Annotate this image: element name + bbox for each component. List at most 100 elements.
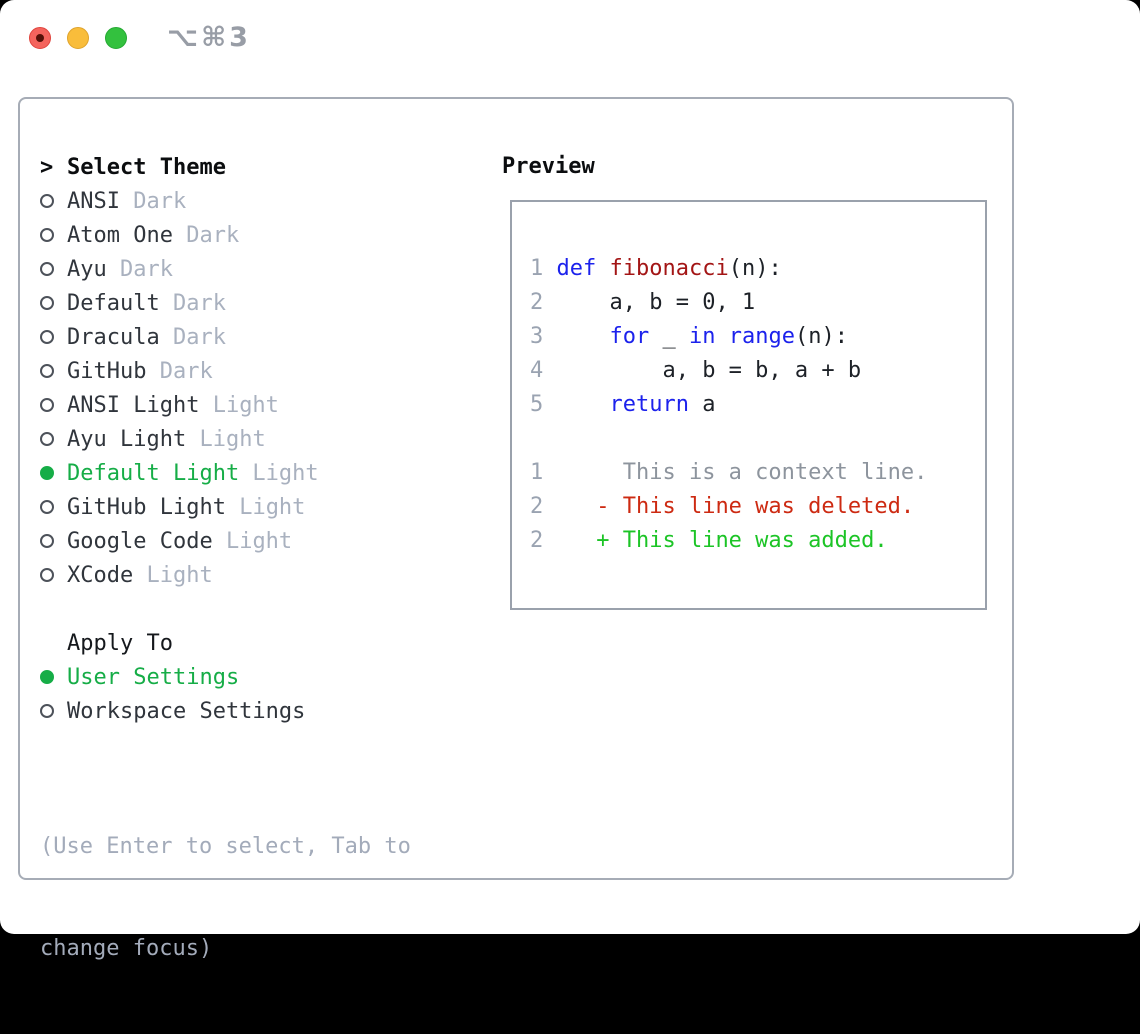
- theme-name: GitHub Light: [67, 494, 226, 520]
- theme-option-ansi[interactable]: ANSI Dark: [40, 184, 411, 218]
- code-line: 4 a, b = b, a + b: [530, 354, 985, 388]
- line-number: 2: [530, 494, 557, 519]
- code-token: (n):: [794, 324, 848, 349]
- apply-to-header: Apply To: [40, 626, 411, 660]
- code-line: 3 for _ in range(n):: [530, 320, 985, 354]
- theme-variant: Dark: [172, 222, 240, 248]
- code-token: def: [556, 256, 597, 281]
- apply-option-label: Workspace Settings: [67, 698, 306, 724]
- apply-option-workspace-settings[interactable]: Workspace Settings: [40, 694, 411, 728]
- theme-name: ANSI: [67, 188, 120, 214]
- theme-name: GitHub: [67, 358, 147, 384]
- select-theme-header: > Select Theme: [40, 150, 411, 184]
- theme-variant: Dark: [119, 188, 187, 214]
- radio-icon: [40, 568, 54, 582]
- theme-option-dracula[interactable]: Dracula Dark: [40, 320, 411, 354]
- radio-marker: [40, 500, 67, 514]
- theme-name: Dracula: [67, 324, 160, 350]
- radio-marker: [40, 398, 67, 412]
- line-number: [530, 426, 543, 451]
- code-line: 2 - This line was deleted.: [530, 490, 985, 524]
- radio-marker: [40, 432, 67, 446]
- cursor-icon: >: [40, 154, 54, 180]
- line-number: 4: [530, 358, 557, 383]
- code-token: [557, 392, 610, 417]
- apply-option-user-settings[interactable]: User Settings: [40, 660, 411, 694]
- code-token: _: [649, 324, 689, 349]
- code-token: return: [609, 392, 689, 417]
- radio-marker: [40, 704, 67, 718]
- theme-variant: Light: [199, 392, 279, 418]
- theme-option-ayu-light[interactable]: Ayu Light Light: [40, 422, 411, 456]
- radio-marker: [40, 194, 67, 208]
- code-line: [530, 422, 985, 456]
- cursor-marker: >: [40, 155, 67, 180]
- code-line: 1 def fibonacci(n):: [530, 252, 985, 286]
- theme-variant: Light: [225, 494, 306, 520]
- radio-marker: [40, 296, 67, 310]
- code-token: [715, 324, 728, 349]
- theme-option-ayu[interactable]: Ayu Dark: [40, 252, 411, 286]
- radio-marker: [40, 364, 67, 378]
- help-line-2: change focus): [40, 936, 213, 961]
- radio-icon: [40, 704, 54, 718]
- radio-marker: [40, 568, 67, 582]
- radio-marker: [40, 330, 67, 344]
- theme-name: XCode: [67, 562, 134, 588]
- code-token: range: [728, 324, 795, 349]
- line-number: 2: [530, 528, 557, 553]
- theme-name: Default: [67, 290, 160, 316]
- line-number: 2: [530, 290, 557, 315]
- radio-icon: [40, 398, 54, 412]
- theme-option-google-code[interactable]: Google Code Light: [40, 524, 411, 558]
- code-token: a: [688, 392, 716, 417]
- theme-option-ansi-light[interactable]: ANSI Light Light: [40, 388, 411, 422]
- theme-name: Google Code: [67, 528, 213, 554]
- close-button[interactable]: [29, 27, 51, 49]
- theme-option-github[interactable]: GitHub Dark: [40, 354, 411, 388]
- theme-name: Atom One: [67, 222, 173, 248]
- window-title: ⌥⌘3: [167, 22, 251, 53]
- radio-selected-icon: [40, 466, 54, 480]
- theme-variant: Dark: [146, 358, 213, 384]
- radio-marker: [40, 670, 67, 684]
- radio-icon: [40, 330, 54, 344]
- theme-option-default[interactable]: Default Dark: [40, 286, 411, 320]
- theme-option-xcode[interactable]: XCode Light: [40, 558, 411, 592]
- theme-variant: Light: [212, 528, 293, 554]
- help-line-1: (Use Enter to select, Tab to: [40, 834, 411, 859]
- help-text: (Use Enter to select, Tab to change focu…: [40, 762, 411, 1034]
- radio-selected-icon: [40, 670, 54, 684]
- minimize-button[interactable]: [67, 27, 89, 49]
- line-number: 1: [530, 460, 557, 485]
- radio-icon: [40, 432, 54, 446]
- theme-name: ANSI Light: [67, 392, 200, 418]
- theme-variant: Light: [239, 460, 319, 486]
- theme-variant: Dark: [159, 290, 226, 316]
- radio-icon: [40, 364, 54, 378]
- theme-option-atom-one[interactable]: Atom One Dark: [40, 218, 411, 252]
- radio-icon: [40, 194, 54, 208]
- code-token: This is a context line.: [556, 460, 928, 485]
- theme-variant: Light: [186, 426, 266, 452]
- code-token: a, b = b, a + b: [556, 358, 862, 383]
- code-line: 2 + This line was added.: [530, 524, 985, 558]
- preview-label: Preview: [502, 154, 595, 179]
- theme-option-default-light[interactable]: Default Light Light: [40, 456, 411, 490]
- radio-icon: [40, 534, 54, 548]
- code-line: 2 a, b = 0, 1: [530, 286, 985, 320]
- select-theme-label: Select Theme: [67, 154, 226, 180]
- code-token: (n):: [728, 256, 782, 281]
- theme-option-github-light[interactable]: GitHub Light Light: [40, 490, 411, 524]
- code-token: [596, 256, 609, 281]
- spacer: [40, 592, 411, 626]
- radio-marker: [40, 534, 67, 548]
- code-line: 5 return a: [530, 388, 985, 422]
- zoom-button[interactable]: [105, 27, 127, 49]
